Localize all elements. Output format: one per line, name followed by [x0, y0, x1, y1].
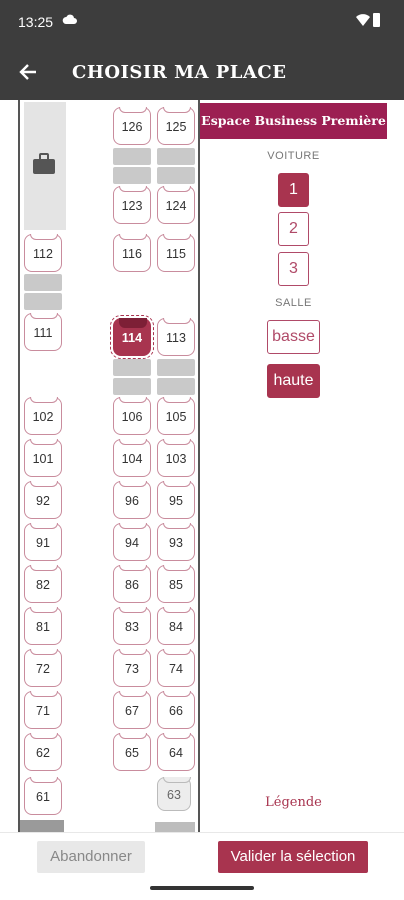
- car-wall-right: [198, 100, 200, 832]
- battery-icon: [373, 13, 380, 27]
- car-button-3[interactable]: 3: [278, 252, 309, 286]
- room-button-haute[interactable]: haute: [267, 364, 320, 398]
- status-time: 13:25: [18, 14, 54, 30]
- seat-86[interactable]: 86: [113, 565, 151, 603]
- seat-112[interactable]: 112: [24, 234, 62, 272]
- legend-link[interactable]: Légende: [265, 795, 322, 810]
- side-panel: Espace Business Première VOITURE 1 2 3 S…: [200, 100, 404, 832]
- seat-115[interactable]: 115: [157, 234, 195, 272]
- seat-116[interactable]: 116: [113, 234, 151, 272]
- seat-104[interactable]: 104: [113, 439, 151, 477]
- seat-92[interactable]: 92: [24, 481, 62, 519]
- table: [157, 359, 195, 395]
- car-end-strip: [155, 822, 195, 832]
- seat-106[interactable]: 106: [113, 397, 151, 435]
- wifi-icon: [356, 14, 370, 26]
- seat-105[interactable]: 105: [157, 397, 195, 435]
- page-title: CHOISIR MA PLACE: [72, 62, 287, 83]
- seat-71[interactable]: 71: [24, 691, 62, 729]
- back-button[interactable]: [14, 58, 42, 86]
- cancel-button[interactable]: Abandonner: [37, 841, 145, 873]
- seat-map: 126 125 123 124 112 116 115 111 114 113 …: [0, 100, 200, 832]
- seat-81[interactable]: 81: [24, 607, 62, 645]
- seat-102[interactable]: 102: [24, 397, 62, 435]
- seat-62[interactable]: 62: [24, 733, 62, 771]
- seat-123[interactable]: 123: [113, 186, 151, 224]
- seat-61[interactable]: 61: [24, 777, 62, 815]
- seat-95[interactable]: 95: [157, 481, 195, 519]
- car-button-1[interactable]: 1: [278, 173, 309, 207]
- seat-103[interactable]: 103: [157, 439, 195, 477]
- seat-126[interactable]: 126: [113, 107, 151, 145]
- car-label: VOITURE: [267, 150, 320, 162]
- seat-85[interactable]: 85: [157, 565, 195, 603]
- seat-67[interactable]: 67: [113, 691, 151, 729]
- seat-64[interactable]: 64: [157, 733, 195, 771]
- status-bar: 13:25: [0, 0, 404, 44]
- room-label: SALLE: [275, 297, 312, 309]
- seat-113[interactable]: 113: [157, 318, 195, 356]
- cloud-icon: [62, 14, 77, 24]
- seat-111[interactable]: 111: [24, 313, 62, 351]
- room-button-basse[interactable]: basse: [267, 320, 320, 354]
- seat-65[interactable]: 65: [113, 733, 151, 771]
- seat-72[interactable]: 72: [24, 649, 62, 687]
- seat-114-selected[interactable]: 114: [110, 315, 154, 359]
- seat-63-unavailable: 63: [157, 777, 191, 811]
- seat-93[interactable]: 93: [157, 523, 195, 561]
- seat-74[interactable]: 74: [157, 649, 195, 687]
- seat-83[interactable]: 83: [113, 607, 151, 645]
- seat-96[interactable]: 96: [113, 481, 151, 519]
- seat-125[interactable]: 125: [157, 107, 195, 145]
- bottom-action-bar: Abandonner Valider la sélection: [0, 832, 404, 878]
- seat-73[interactable]: 73: [113, 649, 151, 687]
- system-nav-bar: [0, 878, 404, 900]
- table: [24, 274, 62, 310]
- seat-66[interactable]: 66: [157, 691, 195, 729]
- table: [113, 148, 151, 184]
- seat-94[interactable]: 94: [113, 523, 151, 561]
- table: [113, 359, 151, 395]
- arrow-left-icon: [19, 64, 36, 80]
- seat-91[interactable]: 91: [24, 523, 62, 561]
- car-button-2[interactable]: 2: [278, 212, 309, 246]
- seat-84[interactable]: 84: [157, 607, 195, 645]
- luggage-icon: [33, 153, 55, 174]
- car-end-strip: [20, 820, 64, 832]
- space-header: Espace Business Première: [200, 103, 387, 139]
- table: [157, 148, 195, 184]
- app-bar: CHOISIR MA PLACE: [0, 44, 404, 100]
- seat-101[interactable]: 101: [24, 439, 62, 477]
- home-gesture-handle[interactable]: [150, 886, 254, 890]
- car-wall-left: [18, 100, 20, 832]
- seat-124[interactable]: 124: [157, 186, 195, 224]
- seat-82[interactable]: 82: [24, 565, 62, 603]
- validate-button[interactable]: Valider la sélection: [218, 841, 368, 873]
